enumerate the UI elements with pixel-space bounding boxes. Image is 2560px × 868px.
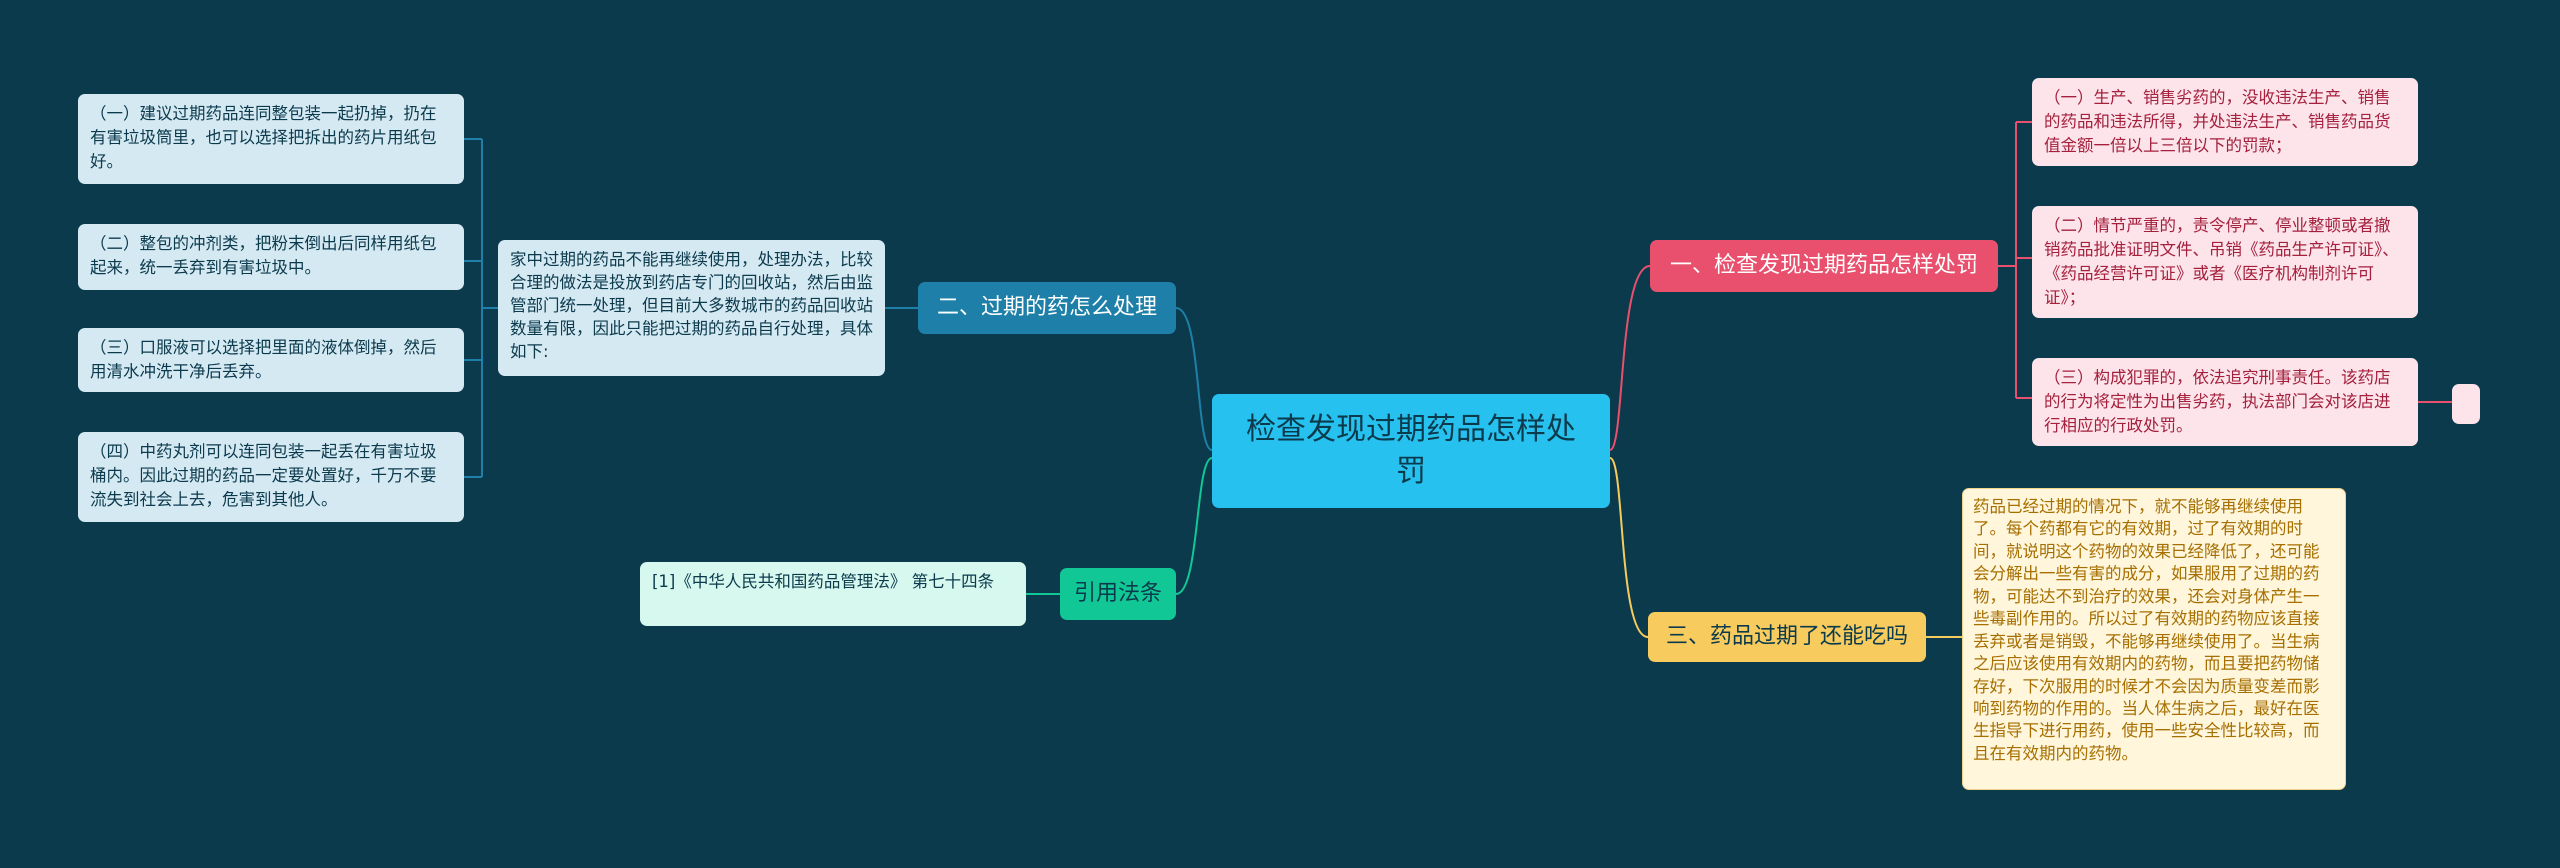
handling-item-2[interactable]: （二）整包的冲剂类，把粉末倒出后同样用纸包起来，统一丢弃到有害垃圾中。 [78, 224, 464, 290]
link-root-edible [1609, 457, 1649, 638]
law-citation[interactable]: [1]《中华人民共和国药品管理法》 第七十四条 [640, 562, 1026, 626]
handling-item-3[interactable]: （三）口服液可以选择把里面的液体倒掉，然后用清水冲洗干净后丢弃。 [78, 328, 464, 392]
punishment-item-1[interactable]: （一）生产、销售劣药的，没收违法生产、销售的药品和违法所得，并处违法生产、销售药… [2032, 78, 2418, 166]
punishment-item-3[interactable]: （三）构成犯罪的，依法追究刑事责任。该药店的行为将定性为出售劣药，执法部门会对该… [2032, 358, 2418, 446]
root-title: 检查发现过期药品怎样处罚 [1246, 412, 1576, 489]
handling-summary-text: 家中过期的药品不能再继续使用，处理办法，比较合理的做法是投放到药店专门的回收站，… [510, 250, 873, 362]
link-punishment-bracket [1998, 121, 2032, 399]
handling-summary[interactable]: 家中过期的药品不能再继续使用，处理办法，比较合理的做法是投放到药店专门的回收站，… [498, 240, 885, 376]
branch-edible[interactable]: 三、药品过期了还能吃吗 [1648, 612, 1926, 662]
link-root-law [1175, 457, 1213, 595]
branch-punishment[interactable]: 一、检查发现过期药品怎样处罚 [1650, 240, 1998, 292]
branch-punishment-label: 一、检查发现过期药品怎样处罚 [1669, 253, 1978, 279]
handling-item-2-text: （二）整包的冲剂类，把粉末倒出后同样用纸包起来，统一丢弃到有害垃圾中。 [90, 234, 437, 277]
link-root-punishment [1609, 265, 1651, 451]
handling-item-4-text: （四）中药丸剂可以连同包装一起丢在有害垃圾桶内。因此过期的药品一定要处置好，千万… [90, 442, 437, 509]
branch-handling-label: 二、过期的药怎么处理 [936, 295, 1157, 321]
edible-text[interactable]: 药品已经过期的情况下，就不能够再继续使用了。每个药都有它的有效期，过了有效期的时… [1962, 488, 2346, 790]
link-root-handling [1175, 307, 1213, 451]
law-citation-text: [1]《中华人民共和国药品管理法》 第七十四条 [652, 572, 995, 591]
punishment-item-3-text: （三）构成犯罪的，依法追究刑事责任。该药店的行为将定性为出售劣药，执法部门会对该… [2044, 368, 2391, 435]
link-handling-bracket [464, 138, 498, 478]
punishment-item-2[interactable]: （二）情节严重的，责令停产、停业整顿或者撤销药品批准证明文件、吊销《药品生产许可… [2032, 206, 2418, 318]
handling-item-3-text: （三）口服液可以选择把里面的液体倒掉，然后用清水冲洗干净后丢弃。 [90, 338, 437, 381]
branch-handling[interactable]: 二、过期的药怎么处理 [918, 282, 1176, 334]
punishment-empty-node[interactable] [2452, 384, 2480, 424]
branch-law[interactable]: 引用法条 [1060, 568, 1176, 620]
root-topic[interactable]: 检查发现过期药品怎样处罚 [1212, 394, 1610, 508]
punishment-item-1-text: （一）生产、销售劣药的，没收违法生产、销售的药品和违法所得，并处违法生产、销售药… [2044, 88, 2391, 155]
handling-item-1[interactable]: （一）建议过期药品连同整包装一起扔掉，扔在有害垃圾筒里，也可以选择把拆出的药片用… [78, 94, 464, 184]
handling-item-4[interactable]: （四）中药丸剂可以连同包装一起丢在有害垃圾桶内。因此过期的药品一定要处置好，千万… [78, 432, 464, 522]
edible-text-content: 药品已经过期的情况下，就不能够再继续使用了。每个药都有它的有效期，过了有效期的时… [1973, 497, 2320, 763]
punishment-item-2-text: （二）情节严重的，责令停产、停业整顿或者撤销药品批准证明文件、吊销《药品生产许可… [2044, 216, 2399, 307]
handling-item-1-text: （一）建议过期药品连同整包装一起扔掉，扔在有害垃圾筒里，也可以选择把拆出的药片用… [90, 104, 437, 171]
branch-law-label: 引用法条 [1073, 581, 1162, 607]
branch-edible-label: 三、药品过期了还能吃吗 [1665, 624, 1908, 650]
